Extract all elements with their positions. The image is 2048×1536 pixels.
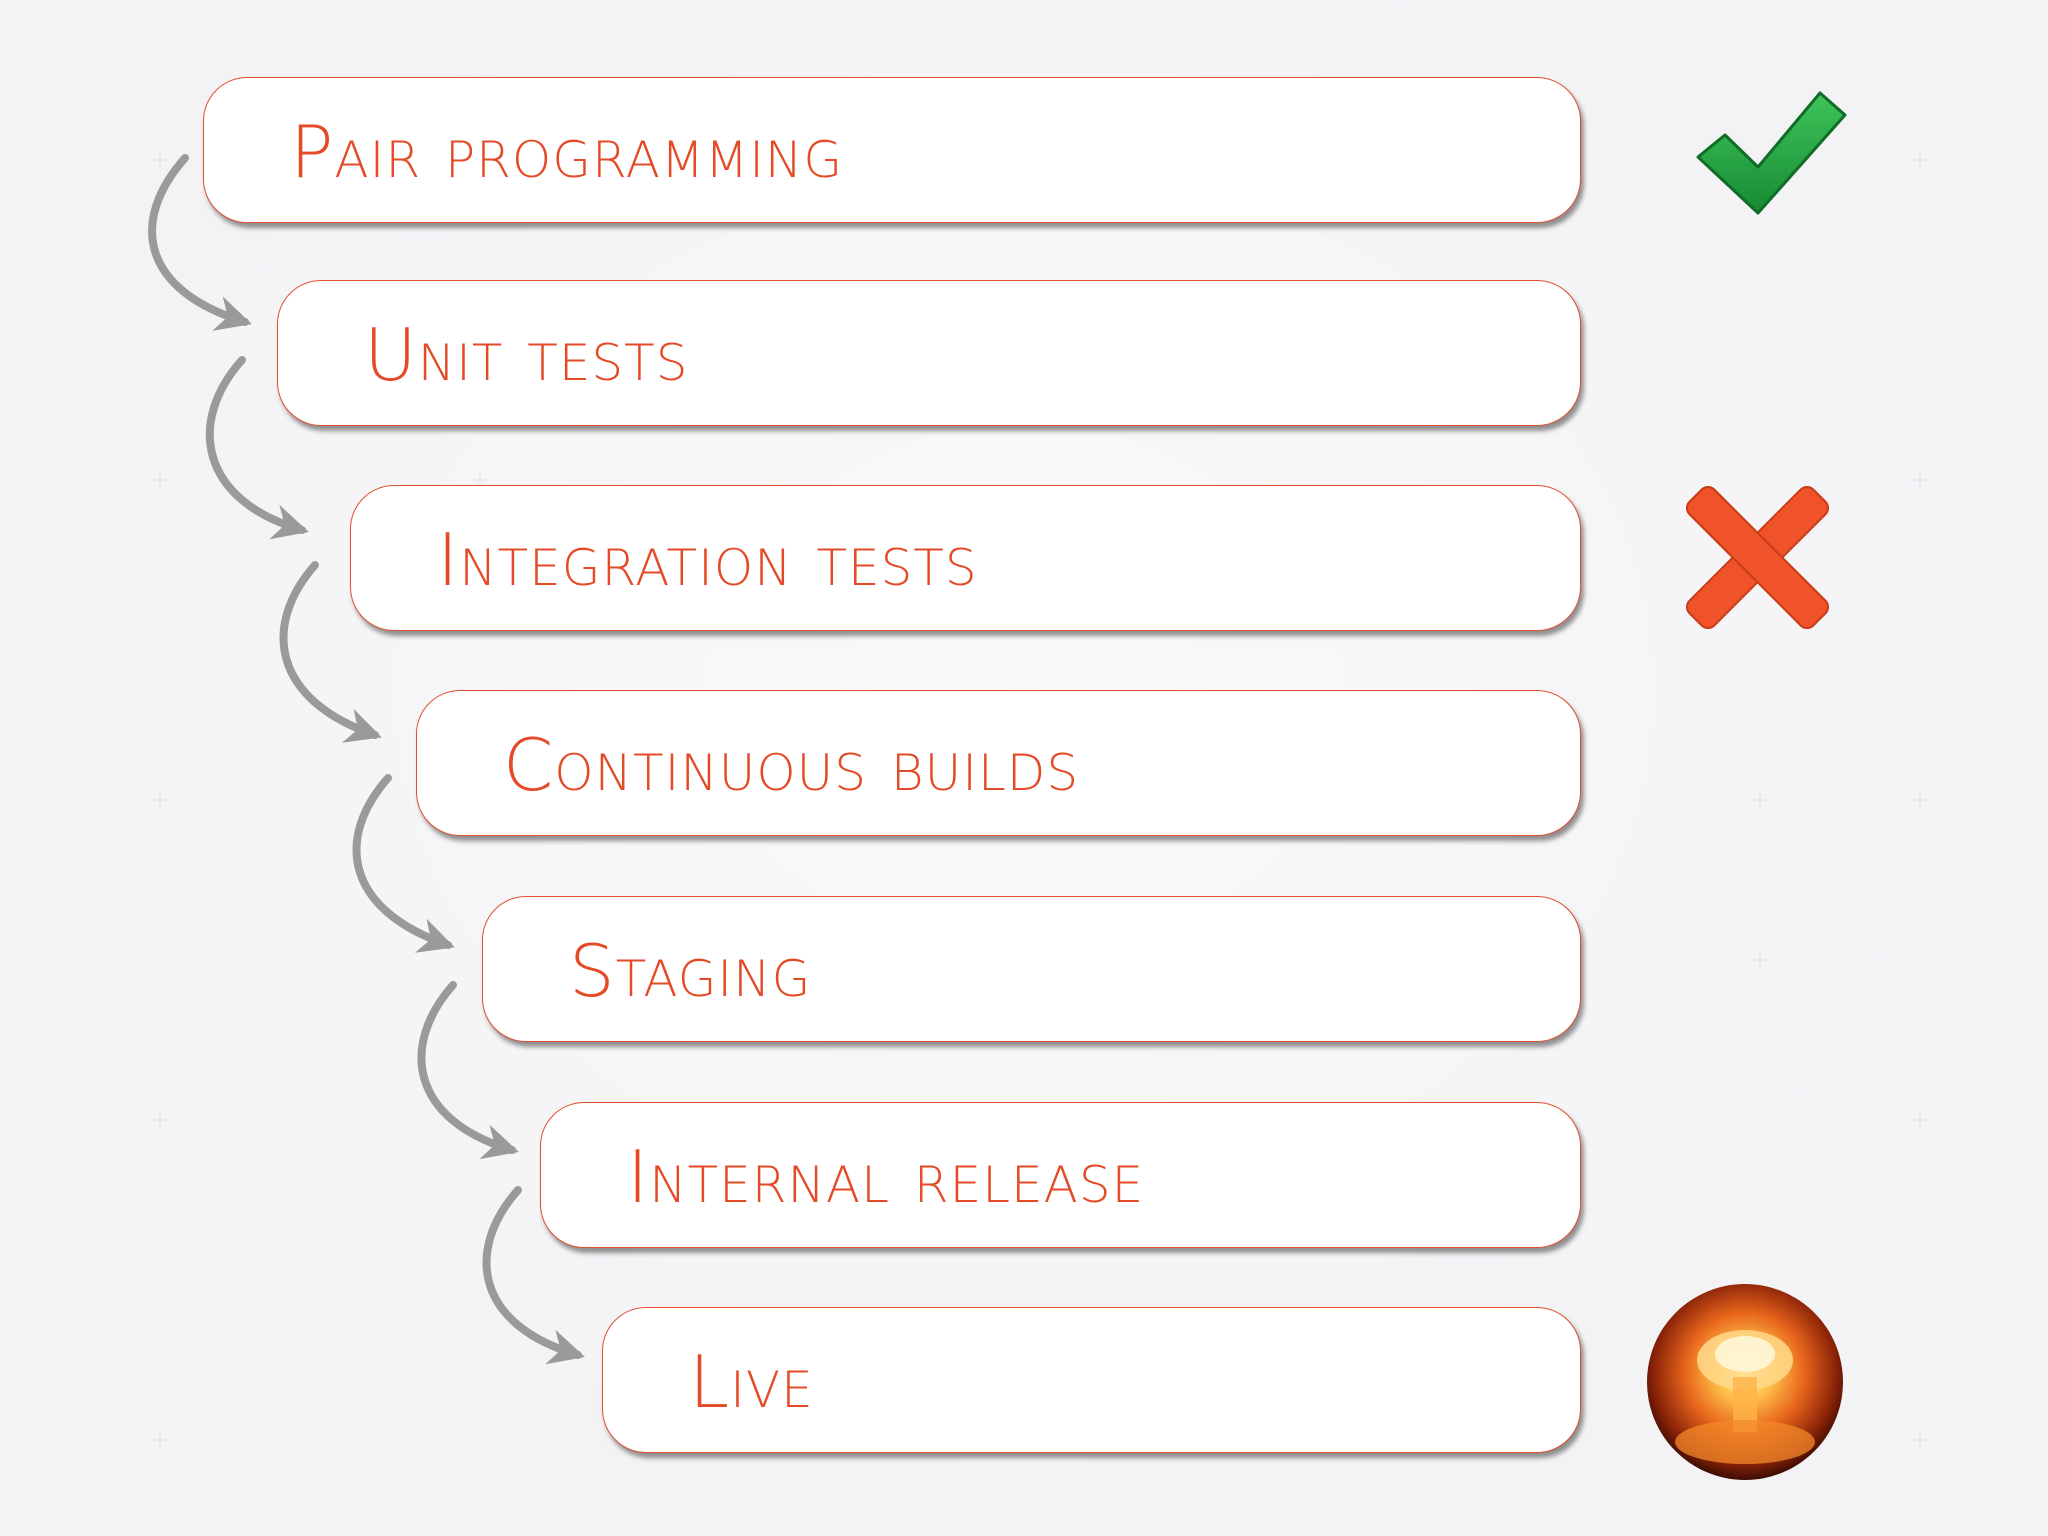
step-label: Internal release xyxy=(627,1135,1145,1219)
step-live: Live xyxy=(602,1307,1581,1453)
grid-mark xyxy=(153,153,167,167)
grid-mark xyxy=(153,473,167,487)
grid-mark xyxy=(1913,1433,1927,1447)
checkmark-icon xyxy=(1696,91,1847,215)
step-label: Pair programming xyxy=(290,110,844,194)
step-label: Live xyxy=(689,1340,814,1424)
step-continuous-builds: Continuous builds xyxy=(416,690,1581,836)
step-pair-programming: Pair programming xyxy=(203,77,1581,223)
grid-mark xyxy=(153,1433,167,1447)
grid-mark xyxy=(1913,153,1927,167)
grid-mark xyxy=(153,793,167,807)
grid-mark xyxy=(1913,1113,1927,1127)
grid-mark xyxy=(1753,793,1767,807)
step-label: Unit tests xyxy=(364,313,689,397)
cross-icon xyxy=(1685,485,1830,630)
grid-mark xyxy=(1913,473,1927,487)
step-label: Integration tests xyxy=(437,518,978,602)
step-integration-tests: Integration tests xyxy=(350,485,1581,631)
grid-mark xyxy=(153,1113,167,1127)
step-label: Continuous builds xyxy=(503,723,1080,807)
step-label: Staging xyxy=(569,929,812,1013)
grid-mark xyxy=(1753,953,1767,967)
step-internal-release: Internal release xyxy=(540,1102,1581,1248)
step-unit-tests: Unit tests xyxy=(277,280,1581,426)
explosion-icon xyxy=(1647,1284,1843,1480)
step-staging: Staging xyxy=(482,896,1581,1042)
grid-mark xyxy=(473,473,487,487)
grid-mark xyxy=(1913,793,1927,807)
